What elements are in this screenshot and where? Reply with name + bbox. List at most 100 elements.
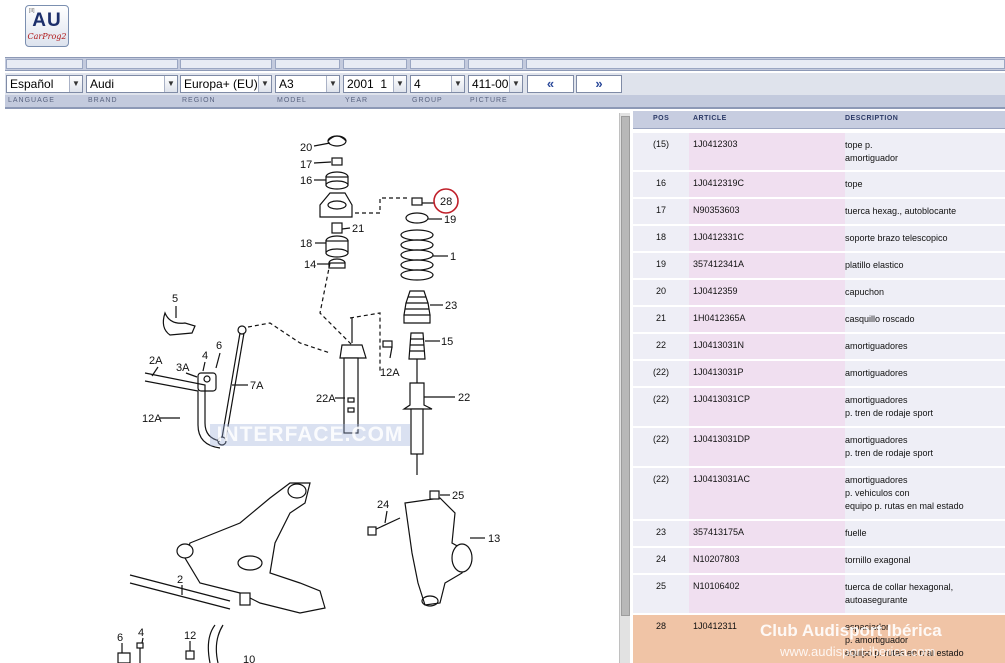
group-select[interactable]: 4 ▼ [410,75,465,93]
shock-absorber-part[interactable] [402,359,433,475]
app-logo[interactable]: [II] AU CarProg2 [25,5,69,47]
cell-article[interactable]: 357413175A [693,527,745,537]
lower-bump-part[interactable] [328,258,346,269]
chevron-down-icon[interactable]: ▼ [393,76,406,92]
chevron-down-icon[interactable]: ▼ [69,76,82,92]
cell-article[interactable]: N10207803 [693,554,740,564]
bracket-part[interactable] [162,311,196,336]
callout-10[interactable]: 10 [243,654,255,663]
steering-knuckle-part[interactable] [404,497,473,607]
chevron-down-icon[interactable]: ▼ [451,76,464,92]
capuchon-part[interactable] [327,135,347,147]
callout-19[interactable]: 19 [444,214,456,226]
callout-2A[interactable]: 2A [149,355,163,367]
bolt-part[interactable] [136,642,144,663]
cell-article[interactable]: N90353603 [693,205,740,215]
callout-14[interactable]: 14 [304,259,316,271]
chevron-down-icon[interactable]: ▼ [509,76,522,92]
strut-nut-part[interactable] [382,340,393,348]
callout-22A[interactable]: 22A [316,393,336,405]
callout-24[interactable]: 24 [377,499,389,511]
callout-22[interactable]: 22 [458,392,470,404]
bellows-part[interactable] [403,290,431,324]
callout-15[interactable]: 15 [441,336,453,348]
nut-bottom-part[interactable] [185,650,195,660]
model-select[interactable]: A3 ▼ [275,75,340,93]
callout-12[interactable]: 12 [184,630,196,642]
telescopic-arm-support-part[interactable] [325,235,349,258]
picture-select[interactable]: 411-00 ▼ [468,75,523,93]
callout-23[interactable]: 23 [445,300,457,312]
spacer-part[interactable] [411,197,423,206]
cell-article[interactable]: 1J0412311 [693,621,737,631]
chevron-down-icon[interactable]: ▼ [164,76,177,92]
hex-bolt-part[interactable] [367,517,401,536]
header-description[interactable]: DESCRIPTION [845,115,899,122]
cell-article[interactable]: 357412341A [693,259,745,269]
callout-13[interactable]: 13 [488,533,500,545]
diagram-scrollbar[interactable] [619,113,630,663]
shock-absorber-alt-part[interactable] [339,318,367,434]
callout-12A[interactable]: 12A [380,367,400,379]
callout-17[interactable]: 17 [300,159,312,171]
callout-6-bottom[interactable]: 6 [117,632,123,644]
callout-20[interactable]: 20 [300,142,312,154]
cell-article[interactable]: 1J0413031CP [693,394,751,404]
callout-18[interactable]: 18 [300,238,312,250]
clamp-part[interactable] [117,652,131,663]
callout-28[interactable]: 28 [440,196,452,208]
coil-spring-part[interactable] [400,229,434,281]
cell-article[interactable]: 1J0413031P [693,367,744,377]
rubber-mount-part[interactable] [197,372,217,392]
callout-3A[interactable]: 3A [176,362,190,374]
stabilizer-bar-part[interactable] [129,574,231,663]
parts-diagram[interactable]: 20 17 16 21 18 14 28 19 1 23 15 12A 22 2… [0,113,618,663]
year-select[interactable]: 2001 1 ▼ [343,75,407,93]
callout-1[interactable]: 1 [450,251,456,263]
callout-4-bottom[interactable]: 4 [138,627,144,639]
cell-article[interactable]: 1J0412359 [693,286,738,296]
bump-stop-part[interactable] [325,171,349,190]
cell-article[interactable]: 1J0412319C [693,178,745,188]
spring-plate-part[interactable] [405,212,429,224]
cell-article[interactable]: 1H0412365A [693,313,746,323]
cell-article[interactable]: 1J0413031AC [693,474,751,484]
cell-article[interactable]: N10106402 [693,581,740,591]
cell-article[interactable]: 1J0412331C [693,232,745,242]
callout-21[interactable]: 21 [352,223,364,235]
cell-article[interactable]: 1J0413031DP [693,434,751,444]
cell-article[interactable]: 1J0413031N [693,340,745,350]
control-arm-part[interactable] [176,482,326,614]
collar-nut-part[interactable] [429,490,440,500]
threaded-bushing-part[interactable] [331,222,343,234]
callout-4[interactable]: 4 [202,350,208,362]
scrollbar-thumb[interactable] [621,116,630,616]
strut-mount-part[interactable] [319,192,353,218]
stabilizer-bar-alt-part[interactable] [144,372,221,449]
nut-part[interactable] [331,157,343,166]
callout-6[interactable]: 6 [216,340,222,352]
chevron-down-icon[interactable]: ▼ [258,76,271,92]
brand-select[interactable]: Audi ▼ [86,75,178,93]
header-article[interactable]: ARTICLE [693,115,727,122]
callout-16[interactable]: 16 [300,175,312,187]
callout-2[interactable]: 2 [177,574,183,586]
callout-5[interactable]: 5 [172,293,178,305]
prev-picture-button[interactable]: « [527,75,574,93]
chevron-down-icon[interactable]: ▼ [326,76,339,92]
next-picture-button[interactable]: » [576,75,622,93]
